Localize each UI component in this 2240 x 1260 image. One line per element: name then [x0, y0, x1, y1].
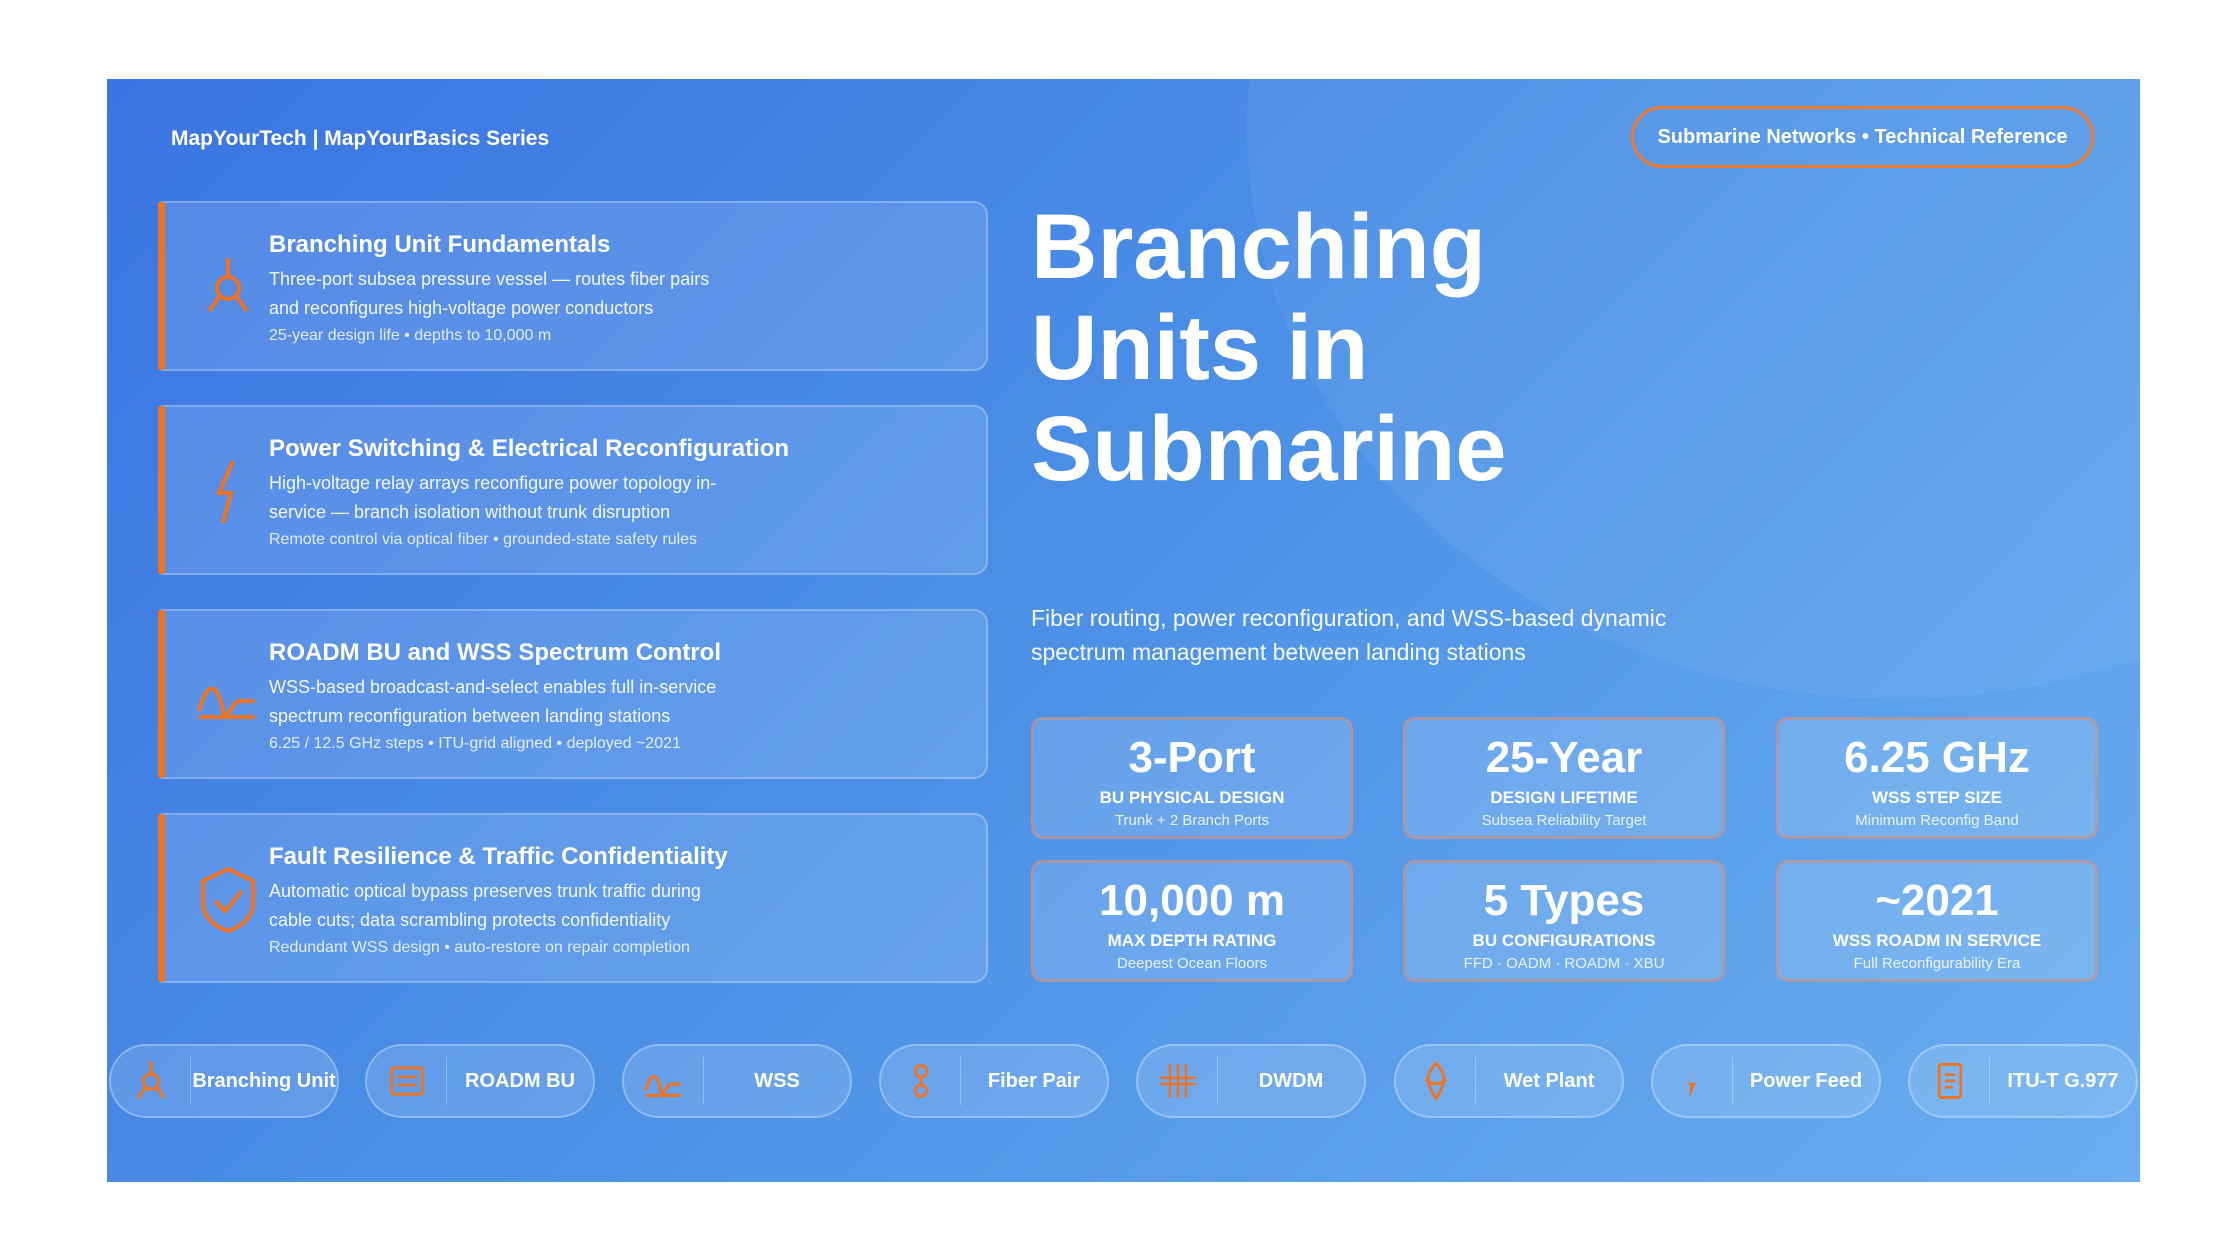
card-meta: Remote control via optical fiber • groun…: [269, 531, 698, 548]
hero-subtitle: Fiber routing, power reconfiguration, an…: [1031, 605, 1667, 665]
hero-title-line: Branching: [1031, 196, 1486, 298]
card-title: ROADM BU and WSS Spectrum Control: [269, 639, 722, 666]
chip-itu-t-g977[interactable]: ITU-T G.977: [1908, 1044, 2138, 1118]
chip-label: WSS: [754, 1069, 800, 1092]
card-meta: Redundant WSS design • auto-restore on r…: [269, 939, 690, 956]
chip-label: ROADM BU: [465, 1069, 575, 1092]
fiber-pair-icon: [913, 1064, 928, 1098]
stat-value: 6.25 GHz: [1844, 733, 2030, 782]
chip-fiber-pair[interactable]: Fiber Pair: [879, 1044, 1109, 1118]
hero-title: Branching Units in Submarine: [1031, 197, 1506, 500]
stat-sub: FFD · OADM · ROADM · XBU: [1463, 955, 1665, 972]
card-title: Branching Unit Fundamentals: [269, 231, 611, 258]
stat-sub: Trunk + 2 Branch Ports: [1114, 812, 1270, 829]
chip-label: Power Feed: [1749, 1069, 1863, 1092]
chip-roadm-bu[interactable]: ROADM BU: [365, 1044, 595, 1118]
chip-label: Fiber Pair: [987, 1069, 1081, 1092]
stat-sub: Deepest Ocean Floors: [1116, 955, 1268, 972]
chip-branching-unit[interactable]: Branching Unit: [109, 1044, 339, 1118]
card-description: WSS-based broadcast-and-select enables f…: [269, 677, 717, 726]
lightning-icon: [215, 460, 235, 524]
card-title: Fault Resilience & Traffic Confidentiali…: [269, 843, 728, 870]
chip-label: Wet Plant: [1503, 1069, 1595, 1092]
card-description: Three-port subsea pressure vessel — rout…: [269, 269, 710, 318]
chip-label: DWDM: [1258, 1069, 1324, 1092]
card-branching-unit: Branching Unit Fundamentals Three-port s…: [158, 201, 988, 371]
stat-label: WSS ROADM IN SERVICE: [1832, 931, 2042, 950]
stat-value: 10,000 m: [1099, 876, 1285, 925]
stat-label: BU CONFIGURATIONS: [1472, 931, 1656, 950]
stat-value: 5 Types: [1483, 876, 1645, 925]
stat-label: BU PHYSICAL DESIGN: [1099, 788, 1285, 807]
chip-wss[interactable]: WSS: [622, 1044, 852, 1118]
card-title: Power Switching & Electrical Reconfigura…: [269, 435, 790, 462]
card-meta: 25-year design life • depths to 10,000 m: [269, 327, 552, 344]
series-title: MapYourTech | MapYourBasics Series: [171, 127, 550, 150]
stat-sub: Full Reconfigurability Era: [1853, 955, 2021, 972]
stat-value: 25-Year: [1485, 733, 1643, 782]
stat-value: ~2021: [1875, 876, 1999, 925]
chip-dwdm[interactable]: DWDM: [1136, 1044, 1366, 1118]
card-power-switching: Power Switching & Electrical Reconfigura…: [158, 405, 988, 575]
stat-card: 5 Types BU CONFIGURATIONS FFD · OADM · ROA…: [1403, 860, 1725, 982]
wet-plant-icon: [1423, 1061, 1448, 1102]
chip-label: Branching Unit: [192, 1069, 336, 1092]
card-description: Automatic optical bypass preserves trunk…: [269, 881, 701, 930]
card-roadm-wss: ROADM BU and WSS Spectrum Control WSS-ba…: [158, 609, 988, 779]
stat-card: 10,000 m MAX DEPTH RATING Deepest Ocean Fl…: [1031, 860, 1353, 982]
shield-check-icon: [201, 866, 255, 934]
stat-card: 3-Port BU PHYSICAL DESIGN Trunk + 2 Branch…: [1031, 717, 1353, 839]
stat-sub: Minimum Reconfig Band: [1855, 812, 2019, 829]
hero-title-line: Units in: [1031, 297, 1369, 399]
chip-wet-plant[interactable]: Wet Plant: [1394, 1044, 1624, 1118]
reference-badge: Submarine Networks • Technical Reference: [1631, 106, 2094, 168]
dwdm-grid-icon: [1159, 1064, 1196, 1098]
card-description: High-voltage relay arrays reconfigure po…: [269, 473, 717, 522]
roadm-box-icon: [389, 1066, 424, 1096]
wss-wave-icon: [643, 1074, 681, 1098]
stat-value: 3-Port: [1128, 733, 1256, 782]
chip-label: ITU-T G.977: [2007, 1069, 2119, 1092]
stat-label: WSS STEP SIZE: [1871, 788, 2003, 807]
stat-label: DESIGN LIFETIME: [1490, 788, 1638, 807]
card-meta: 6.25 / 12.5 GHz steps • ITU-grid aligned…: [269, 735, 681, 752]
banner: MapYourTech | MapYourBasics Series Subma…: [107, 79, 2140, 1182]
branching-unit-icon: [136, 1061, 165, 1099]
stat-label: MAX DEPTH RATING: [1107, 931, 1277, 950]
chip-power-feed[interactable]: Power Feed: [1651, 1044, 1881, 1118]
lightning-icon: [1686, 1063, 1698, 1099]
wss-wave-icon: [197, 686, 255, 719]
hero-title-line: Submarine: [1031, 398, 1507, 500]
branching-unit-icon: [207, 258, 249, 313]
stat-sub: Subsea Reliability Target: [1481, 812, 1647, 829]
document-icon: [1937, 1063, 1962, 1099]
card-fault-resilience: Fault Resilience & Traffic Confidentiali…: [158, 813, 988, 983]
